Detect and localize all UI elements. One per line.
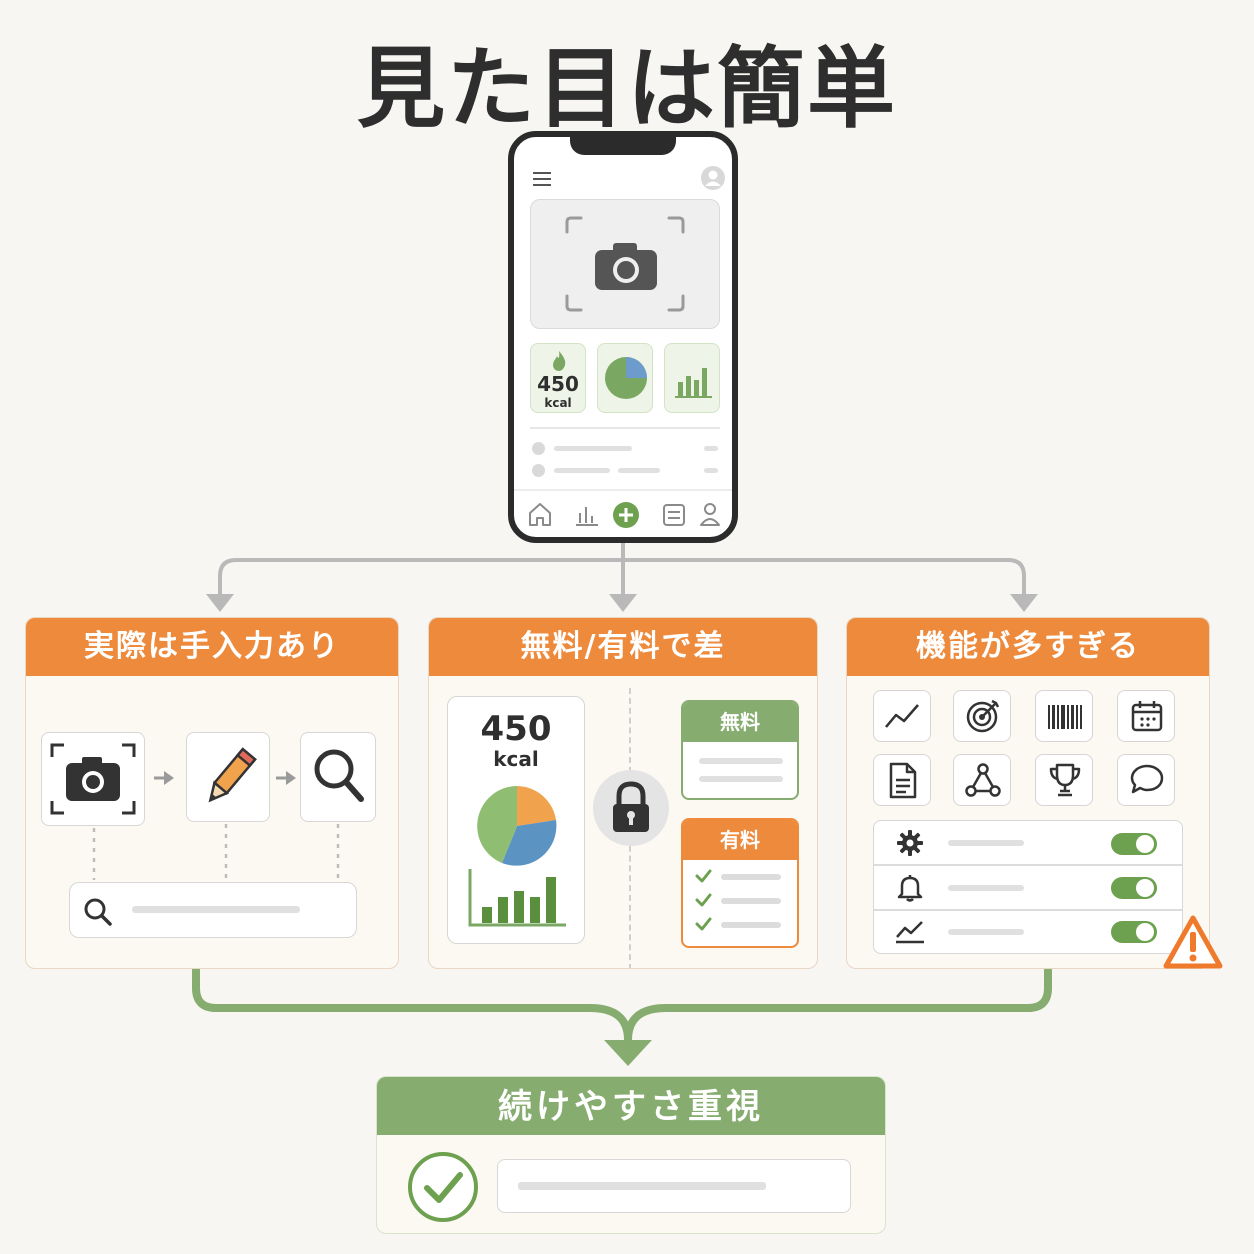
settings-list (873, 820, 1183, 954)
divider (874, 864, 1182, 866)
placeholder-line (699, 758, 783, 764)
list-placeholder-line (618, 468, 660, 473)
barcode-icon (1048, 705, 1082, 729)
lock-icon (593, 770, 669, 846)
list-placeholder-line (704, 446, 718, 451)
chat-tile[interactable] (1117, 754, 1175, 806)
search-step[interactable] (300, 732, 376, 822)
free-plan-card[interactable]: 無料 (681, 700, 799, 800)
paid-plan-card[interactable]: 有料 (681, 818, 799, 948)
menu-icon[interactable] (532, 171, 552, 187)
target-icon (966, 699, 1000, 733)
bell-icon (897, 875, 923, 902)
result-heading: 続けやすさ重視 (377, 1077, 885, 1135)
free-plan-label: 無料 (683, 702, 797, 742)
list-placeholder-line (704, 468, 718, 473)
toggle-switch[interactable] (1110, 919, 1158, 945)
checkmark-circle-icon (408, 1152, 478, 1222)
search-icon (84, 898, 112, 926)
panel-manual-input: 実際は手入力あり (25, 617, 399, 969)
bar-chart (468, 869, 566, 927)
input-placeholder-line (132, 906, 300, 913)
stats-card: 450 kcal (447, 696, 585, 944)
calendar-icon (1131, 701, 1163, 732)
viewfinder-frame (565, 216, 685, 312)
search-icon (314, 749, 364, 802)
panel-too-many-features: 機能が多すぎる (846, 617, 1210, 969)
barcode-tile[interactable] (1035, 690, 1093, 742)
list-dot (532, 442, 545, 455)
setting-placeholder-line (948, 929, 1024, 935)
toggle-switch[interactable] (1110, 875, 1158, 901)
list-dot (532, 464, 545, 477)
phone-mockup: 450 kcal (508, 131, 738, 543)
calorie-tile[interactable]: 450 kcal (530, 343, 586, 413)
network-icon (965, 763, 1001, 797)
setting-placeholder-line (948, 840, 1024, 846)
trend-tile[interactable] (873, 690, 931, 742)
profile-icon (700, 503, 720, 526)
placeholder-line (699, 776, 783, 782)
divider (530, 427, 720, 429)
pie-chart (477, 786, 557, 866)
stats-icon (576, 507, 598, 526)
panel-heading: 機能が多すぎる (847, 618, 1209, 676)
panel-free-paid: 無料/有料で差 450 kcal 無料 有料 (428, 617, 818, 969)
panel-heading: 無料/有料で差 (429, 618, 817, 676)
arrow-right-icon (154, 771, 174, 785)
trophy-tile[interactable] (1035, 754, 1093, 806)
toggle-switch[interactable] (1110, 831, 1158, 857)
placeholder-line (518, 1182, 766, 1190)
network-tile[interactable] (953, 754, 1011, 806)
pencil-step[interactable] (186, 732, 270, 822)
camera-icon (595, 243, 657, 290)
arrow-right-icon (276, 771, 296, 785)
pie-tile[interactable] (597, 343, 653, 413)
calorie-value: 450 (537, 372, 579, 396)
phone-notch (570, 135, 676, 155)
calorie-unit: kcal (493, 747, 539, 771)
flame-icon (553, 351, 566, 371)
list-placeholder-line (554, 446, 632, 451)
add-icon (613, 502, 639, 528)
list-placeholder-line (554, 468, 610, 473)
divider (874, 909, 1182, 911)
checklist (695, 869, 781, 931)
result-panel: 続けやすさ重視 (376, 1076, 886, 1234)
target-tile[interactable] (953, 690, 1011, 742)
page-title: 見た目は簡単 (356, 37, 897, 140)
avatar-icon[interactable] (700, 165, 726, 191)
trophy-icon (1049, 763, 1081, 797)
setting-placeholder-line (948, 885, 1024, 891)
chat-bubble-icon (1130, 764, 1164, 794)
list-icon (663, 504, 685, 526)
dotted-connectors (92, 824, 340, 880)
pie-chart-icon (605, 357, 647, 399)
home-icon (529, 503, 551, 526)
paid-plan-label: 有料 (683, 820, 797, 860)
document-icon (889, 762, 917, 799)
result-placeholder-field (497, 1159, 851, 1213)
document-tile[interactable] (873, 754, 931, 806)
tab-bar (529, 502, 720, 528)
calorie-unit: kcal (544, 396, 572, 410)
tabbar-divider (514, 489, 732, 491)
warning-icon (1163, 915, 1223, 969)
panel-heading: 実際は手入力あり (26, 618, 398, 676)
bar-tile[interactable] (664, 343, 720, 413)
camera-step[interactable] (41, 732, 145, 826)
calorie-value: 450 (480, 709, 552, 749)
calendar-tile[interactable] (1117, 690, 1175, 742)
search-input[interactable] (69, 882, 357, 938)
pencil-icon (208, 747, 257, 803)
trend-line-icon (896, 921, 924, 944)
trend-line-icon (885, 704, 919, 728)
bar-chart-icon (675, 368, 712, 398)
camera-icon (50, 743, 136, 815)
camera-capture-area[interactable] (530, 199, 720, 329)
gear-icon (897, 830, 923, 856)
